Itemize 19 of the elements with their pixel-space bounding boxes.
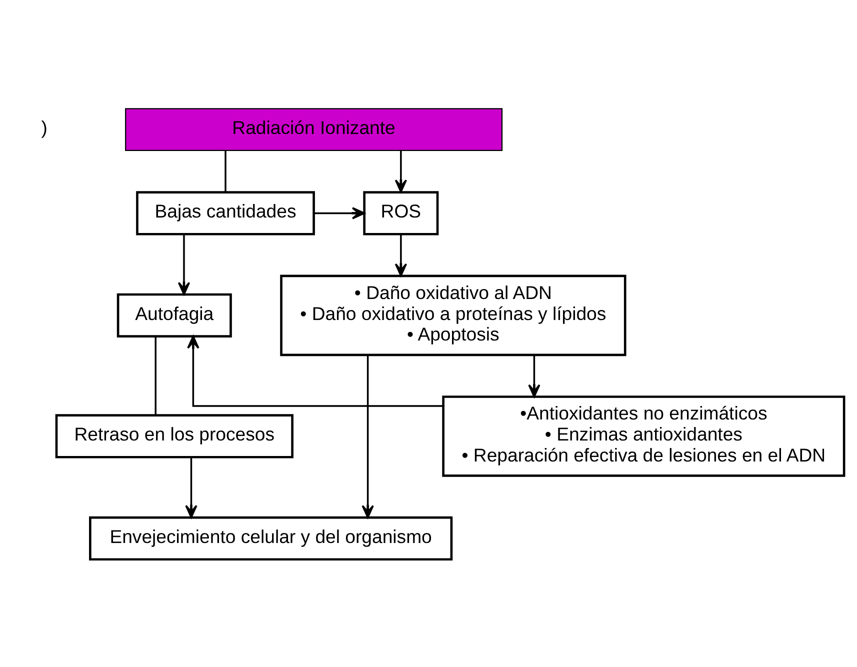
node-box: Envejecimiento celular y del organismo [89,516,453,560]
connector [154,336,156,414]
node-box: Bajas cantidades [136,190,315,235]
arrow [394,150,407,192]
node-box: Retraso en los procesos [55,414,294,458]
arrow [187,335,444,406]
arrow [314,206,366,219]
connector [224,150,226,192]
arrow [528,354,540,397]
node-box: • Daño oxidativo al ADN • Daño oxidativo a proteínas y lípidos • Apoptosis [280,274,626,356]
arrow [362,354,374,518]
arrow [178,234,190,295]
label: ) [41,116,48,138]
node-box: Autofagia [116,292,232,337]
node-box: •Antioxidantes no enzimáticos • Enzimas antioxidantes • Reparación efectiva de lesiones en el ADN [442,395,846,476]
arrow [394,234,407,276]
node-box: ROS [363,190,439,235]
arrow [185,456,198,518]
node-box: Radiación Ionizante [125,108,503,151]
